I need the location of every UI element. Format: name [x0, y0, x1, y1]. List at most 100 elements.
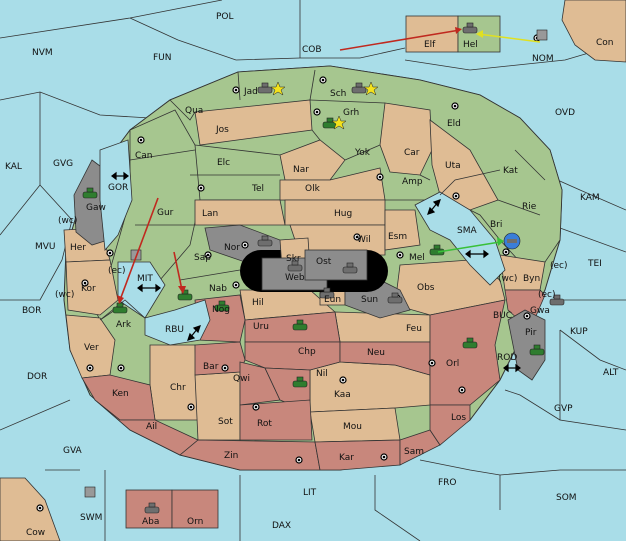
land-label-ark: Ark: [116, 320, 132, 330]
coast-label-kor-ec: (ec): [108, 266, 126, 276]
land-cow: [0, 477, 61, 541]
sea-label-kup: KUP: [570, 327, 588, 337]
land-label-grh: Grh: [343, 108, 359, 118]
land-label-chr: Chr: [170, 383, 186, 393]
coast-label-byn-ec: (ec): [550, 261, 568, 271]
land-esm: [384, 209, 421, 251]
sea-label-kam: KAM: [580, 193, 600, 203]
land-label-nor: Nor: [224, 243, 240, 253]
land-label-nil: Nil: [316, 369, 328, 379]
order-arrows: [117, 27, 541, 304]
land-label-elc: Elc: [217, 158, 230, 168]
land-label-rie: Rie: [522, 202, 537, 212]
land-label-gur: Gur: [157, 208, 174, 218]
land-label-hil: Hil: [252, 298, 264, 308]
land-nar: [279, 139, 346, 181]
land-label-ken: Ken: [112, 389, 129, 399]
land-label-ost: Ost: [316, 257, 332, 267]
land-label-obs: Obs: [417, 283, 435, 293]
unit-fleet: [351, 82, 367, 94]
land-label-lan: Lan: [202, 209, 218, 219]
unit-army: [112, 302, 128, 314]
land-label-jad: Jad: [243, 87, 258, 97]
sea-label-fun: FUN: [153, 53, 172, 63]
land-label-mou: Mou: [343, 422, 362, 432]
land-label-eld: Eld: [447, 119, 461, 129]
land-label-bri: Bri: [490, 220, 502, 230]
star-icon: [270, 81, 286, 96]
land-label-sap: Sap: [194, 253, 211, 263]
land-label-esm: Esm: [388, 232, 407, 242]
land-label-neu: Neu: [367, 348, 385, 358]
land-label-nab: Nab: [209, 284, 227, 294]
land-aba: [125, 489, 173, 529]
land-labels: Con Cow Elf Hel Aba Orn Jad Sch Qua Grh …: [26, 38, 614, 538]
land-label-nog: Nog: [212, 305, 230, 315]
unit-army: [287, 260, 303, 272]
unit-fleet: [549, 294, 565, 306]
land-label-sun: Sun: [361, 295, 378, 305]
land-label-car: Car: [404, 148, 420, 158]
sea-label-kal: KAL: [5, 162, 22, 172]
coast-label-gwa-ec: (ec): [538, 290, 556, 300]
land-rot: [239, 399, 313, 441]
land-label-her: Her: [70, 243, 86, 253]
sea-label-pol: POL: [216, 12, 234, 22]
land-label-amp: Amp: [402, 177, 423, 187]
land-label-aba: Aba: [142, 517, 159, 527]
land-label-feu: Feu: [406, 324, 422, 334]
land-label-mel: Mel: [409, 253, 425, 263]
land-label-nar: Nar: [293, 165, 309, 175]
sea-label-mvu: MVU: [35, 242, 56, 252]
land-con: [561, 0, 626, 63]
land-label-byn: Byn: [523, 274, 540, 284]
land-olk: [279, 167, 386, 201]
land-chr: [149, 344, 199, 421]
land-label-uru: Uru: [253, 322, 269, 332]
sea-label-bor: BOR: [22, 306, 41, 316]
unit-fleet-highlight: [503, 232, 521, 250]
sea-label-gvg: GVG: [53, 159, 73, 169]
land-label-rot: Rot: [257, 419, 272, 429]
land-label-ail: Ail: [146, 422, 157, 432]
land-label-gwa: Gwa: [530, 306, 550, 316]
unit-fleet: [257, 235, 273, 247]
land-label-can: Can: [135, 151, 153, 161]
sea-label-ovd: OVD: [555, 108, 575, 118]
land-label-bar: Bar: [203, 362, 219, 372]
land-kar: [314, 439, 401, 471]
sea-label-gvp: GVP: [554, 404, 573, 414]
sea-label-dax: DAX: [272, 521, 291, 531]
sea-label-nom: NOM: [532, 54, 554, 64]
sea-gor: [99, 139, 133, 251]
sea-label-tei: TEI: [587, 259, 602, 269]
land-label-sam: Sam: [404, 447, 424, 457]
land-label-orl: Orl: [446, 359, 459, 369]
unit-army: [214, 300, 230, 312]
unit-army: [322, 117, 338, 129]
star-icon: [363, 81, 379, 96]
land-label-tel: Tel: [251, 184, 264, 194]
unit-army: [342, 262, 358, 274]
land-label-zin: Zin: [224, 451, 238, 461]
land-ost: [304, 249, 368, 281]
land-label-hug: Hug: [334, 209, 352, 219]
sea-label-swm: SWM: [80, 513, 102, 523]
unit-fleet: [144, 502, 160, 514]
sea-label-mit: MIT: [137, 274, 153, 284]
sea-label-buc: BUC: [493, 311, 512, 321]
land-hel: [457, 15, 501, 53]
sea-label-gva: GVA: [63, 446, 83, 456]
unit-fleet: [536, 29, 548, 41]
land-car: [379, 102, 433, 176]
land-label-qwi: Qwi: [233, 374, 250, 384]
unit-fleet: [257, 82, 273, 94]
canal-arrows: [111, 171, 521, 373]
land-label-chp: Chp: [298, 347, 316, 357]
land-kor: [65, 259, 119, 316]
land-label-orn: Orn: [187, 517, 203, 527]
sea-label-dor: DOR: [27, 372, 47, 382]
coast-label-gwa-wc: (wc): [498, 274, 517, 284]
sea-label-lit: LIT: [303, 488, 317, 498]
